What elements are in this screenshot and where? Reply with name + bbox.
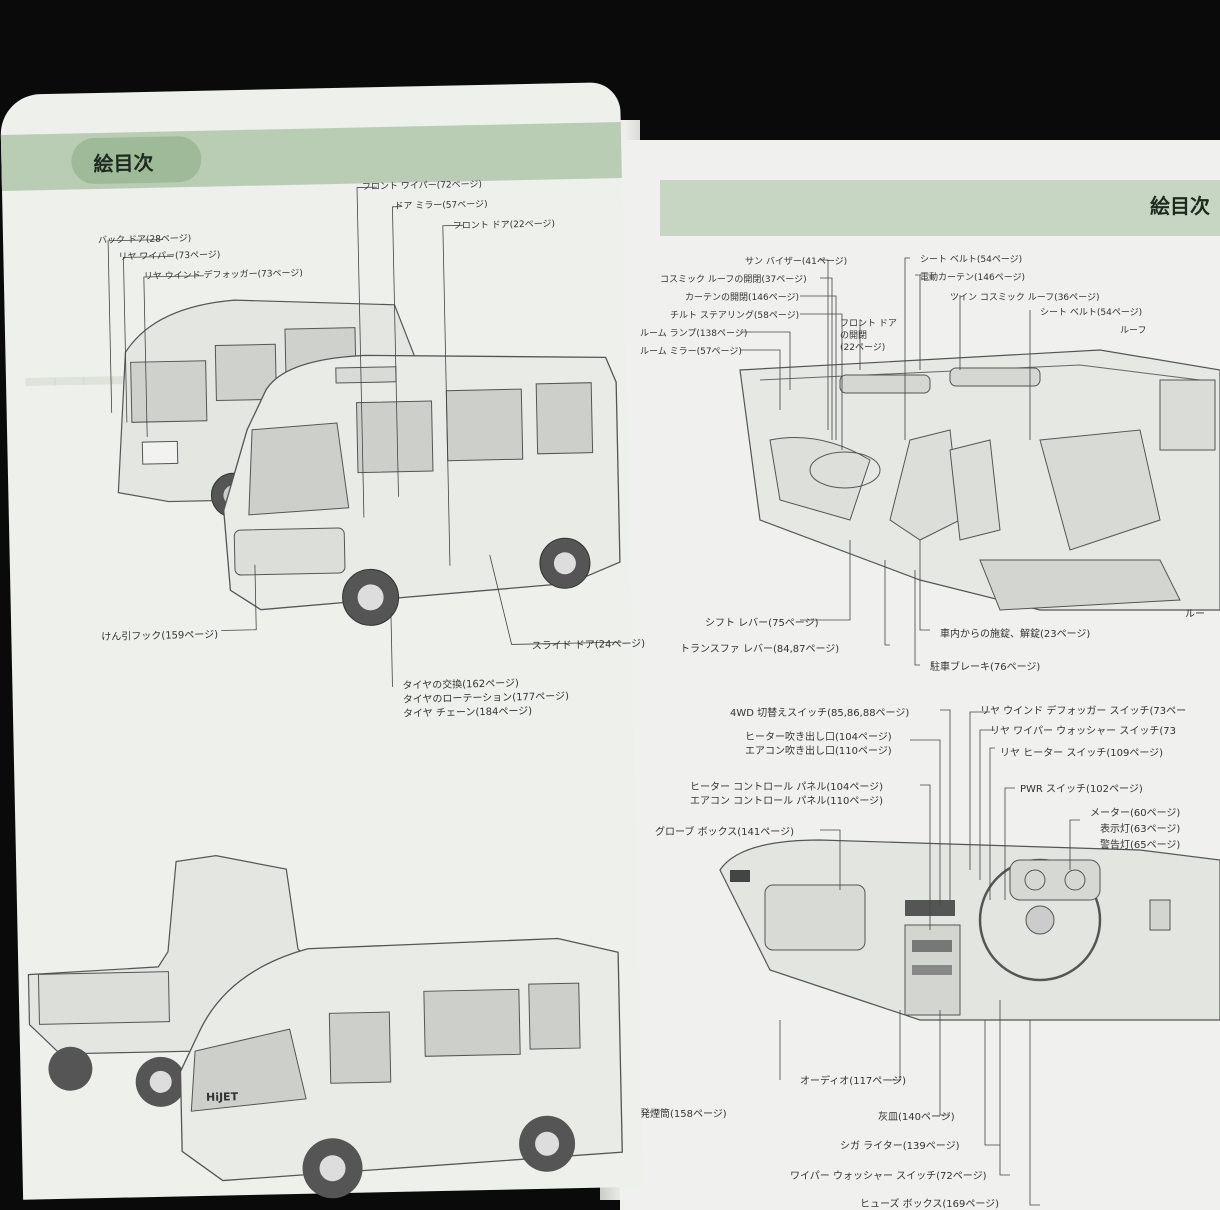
label-shift-lever: シフト レバー(75ページ) <box>705 618 819 629</box>
label-wiper-switch: ワイパー ウォッシャー スイッチ(72ページ) <box>790 1171 987 1182</box>
label-roof-partial: ルーフ <box>1120 326 1147 336</box>
rear-seat <box>1039 429 1161 551</box>
windshield <box>248 422 350 516</box>
label-tire-chain: タイヤ チェーン(184ページ) <box>402 705 533 720</box>
label-lock-unlock: 車内からの施錠、解錠(23ページ) <box>940 629 1091 640</box>
front-seat <box>889 429 961 541</box>
label-rear-defog-switch: リヤ ウインド デフォッガー スイッチ(73ペー <box>980 706 1187 717</box>
label-ac-panel: エアコン コントロール パネル(110ページ) <box>690 796 884 807</box>
label-seat-belt-2: シート ベルト(54ページ) <box>1040 308 1143 318</box>
label-cigar-lighter: シガ ライター(139ページ) <box>840 1141 960 1152</box>
label-glove-box: グローブ ボックス(141ページ) <box>655 827 794 838</box>
label-curtain: カーテンの開閉(146ページ) <box>685 293 800 303</box>
label-transfer-lever: トランスファ レバー(84,87ページ) <box>680 644 840 655</box>
right-page-title: 絵目次 <box>1150 194 1210 218</box>
label-back-door: バック ドア(28ページ) <box>97 234 192 246</box>
right-header-band <box>660 180 1220 236</box>
label-room-lamp: ルーム ランプ(138ページ) <box>640 329 748 339</box>
label-front-door-open-3: (22ページ) <box>840 343 886 353</box>
label-ashtray: 灰皿(140ページ) <box>878 1112 955 1123</box>
sunroof <box>335 366 397 384</box>
label-indicator: 表示灯(63ページ) <box>1100 824 1181 835</box>
label-warning: 警告灯(65ページ) <box>1100 840 1181 851</box>
label-heater-outlet: ヒーター吹き出し口(104ページ) <box>745 732 892 743</box>
label-tow-hook: けん引フック(159ページ) <box>101 629 219 643</box>
label-cosmetic-roof: コスミック ルーフの開閉(37ページ) <box>660 275 807 285</box>
left-page: 絵目次 ━━━━━━━━━━ <box>0 82 646 1200</box>
label-flare: 発煙筒(158ページ) <box>640 1109 727 1120</box>
sunroof-rear <box>949 367 1041 387</box>
glove-box-shape <box>764 884 866 951</box>
label-room-mirror: ルーム ミラー(57ページ) <box>640 347 742 357</box>
label-sun-visor: サン バイザー(41ページ) <box>745 257 848 267</box>
label-rear-washer-switch: リヤ ワイパー ウォッシャー スイッチ(73 <box>990 726 1176 737</box>
label-front-door-open: フロント ドア <box>840 319 897 329</box>
label-audio: オーディオ(117ページ) <box>800 1076 906 1087</box>
label-edge-ru: ルー <box>1185 609 1205 620</box>
label-door-mirror: ドア ミラー(57ページ) <box>394 199 488 212</box>
label-slide-door: スライド ドア(24ページ) <box>531 638 646 652</box>
label-heater-panel: ヒーター コントロール パネル(104ページ) <box>690 782 884 793</box>
right-page: 絵目次 <box>620 140 1220 1210</box>
vans-illustration <box>27 186 623 1199</box>
label-power-curtain: 電動カーテン(146ページ) <box>920 273 1026 283</box>
label-front-door: フロント ドア(22ページ) <box>452 219 556 232</box>
label-parking-brake: 駐車ブレーキ(76ページ) <box>930 662 1041 673</box>
label-twin-roof: ツイン コスミック ルーフ(36ページ) <box>950 293 1100 303</box>
label-seat-belt: シート ベルト(54ページ) <box>920 255 1023 265</box>
front-grille <box>233 527 346 576</box>
label-4wd-switch: 4WD 切替えスイッチ(85,86,88ページ) <box>730 708 910 719</box>
sunroof-front <box>839 374 931 394</box>
label-fuse-box: ヒューズ ボックス(169ページ) <box>860 1199 1000 1210</box>
label-front-door-open-2: の開閉 <box>840 331 868 341</box>
label-rear-wiper: リヤ ワイパー(73ページ) <box>118 250 221 263</box>
meter-cluster <box>1009 859 1101 901</box>
label-rear-heater-switch: リヤ ヒーター スイッチ(109ページ) <box>1000 748 1164 759</box>
label-front-wiper: フロント ワイパー(72ページ) <box>361 179 483 193</box>
label-pwr-switch: PWR スイッチ(102ページ) <box>1020 784 1143 795</box>
interior-illustration <box>719 257 1220 1206</box>
label-ac-outlet: エアコン吹き出し口(110ページ) <box>745 746 892 757</box>
label-tilt-steering: チルト ステアリング(58ページ) <box>670 311 800 321</box>
label-meter: メーター(60ページ) <box>1090 808 1181 819</box>
hijet-badge: HiJET <box>205 1090 239 1104</box>
